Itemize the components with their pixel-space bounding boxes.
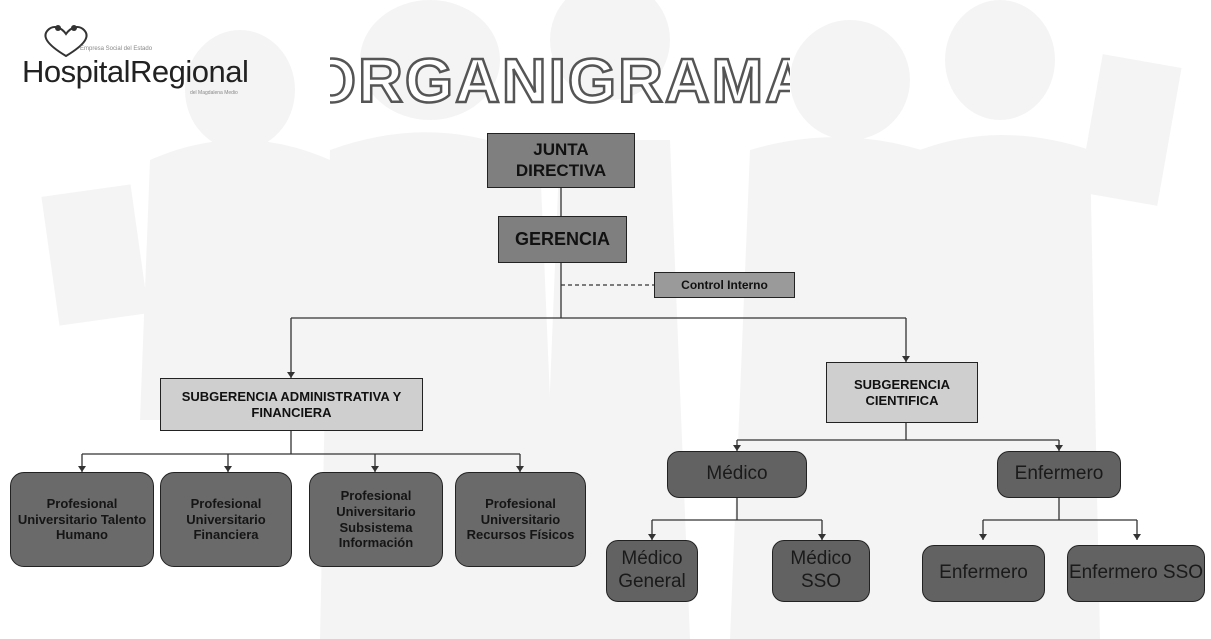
node-medico-general: Médico General [606, 540, 698, 602]
page-title: ORGANIGRAMA [330, 46, 790, 118]
svg-text:ORGANIGRAMA: ORGANIGRAMA [330, 47, 790, 116]
node-profesional-talento-humano: Profesional Universitario Talento Humano [10, 472, 154, 567]
node-gerencia: GERENCIA [498, 216, 627, 263]
node-profesional-subsistema: Profesional Universitario Subsistema Inf… [309, 472, 443, 567]
hospital-logo [18, 22, 288, 112]
node-medico: Médico [667, 451, 807, 498]
logo-tagline: Empresa Social del Estado [80, 46, 153, 52]
node-profesional-financiera: Profesional Universitario Financiera [160, 472, 292, 567]
logo-brand: HospitalRegional [22, 54, 249, 89]
node-junta-directiva: JUNTA DIRECTIVA [487, 133, 635, 188]
node-enfermero: Enfermero [997, 451, 1121, 498]
node-medico-sso: Médico SSO [772, 540, 870, 602]
logo-subtitle: del Magdalena Medio [190, 90, 238, 96]
node-control-interno: Control Interno [654, 272, 795, 298]
node-enfermero-leaf: Enfermero [922, 545, 1045, 602]
node-subgerencia-cientifica: SUBGERENCIA CIENTIFICA [826, 362, 978, 423]
node-subgerencia-administrativa: SUBGERENCIA ADMINISTRATIVA Y FINANCIERA [160, 378, 423, 431]
node-enfermero-sso: Enfermero SSO [1067, 545, 1205, 602]
node-profesional-recursos: Profesional Universitario Recursos Físic… [455, 472, 586, 567]
heart-logo-icon [44, 25, 88, 58]
